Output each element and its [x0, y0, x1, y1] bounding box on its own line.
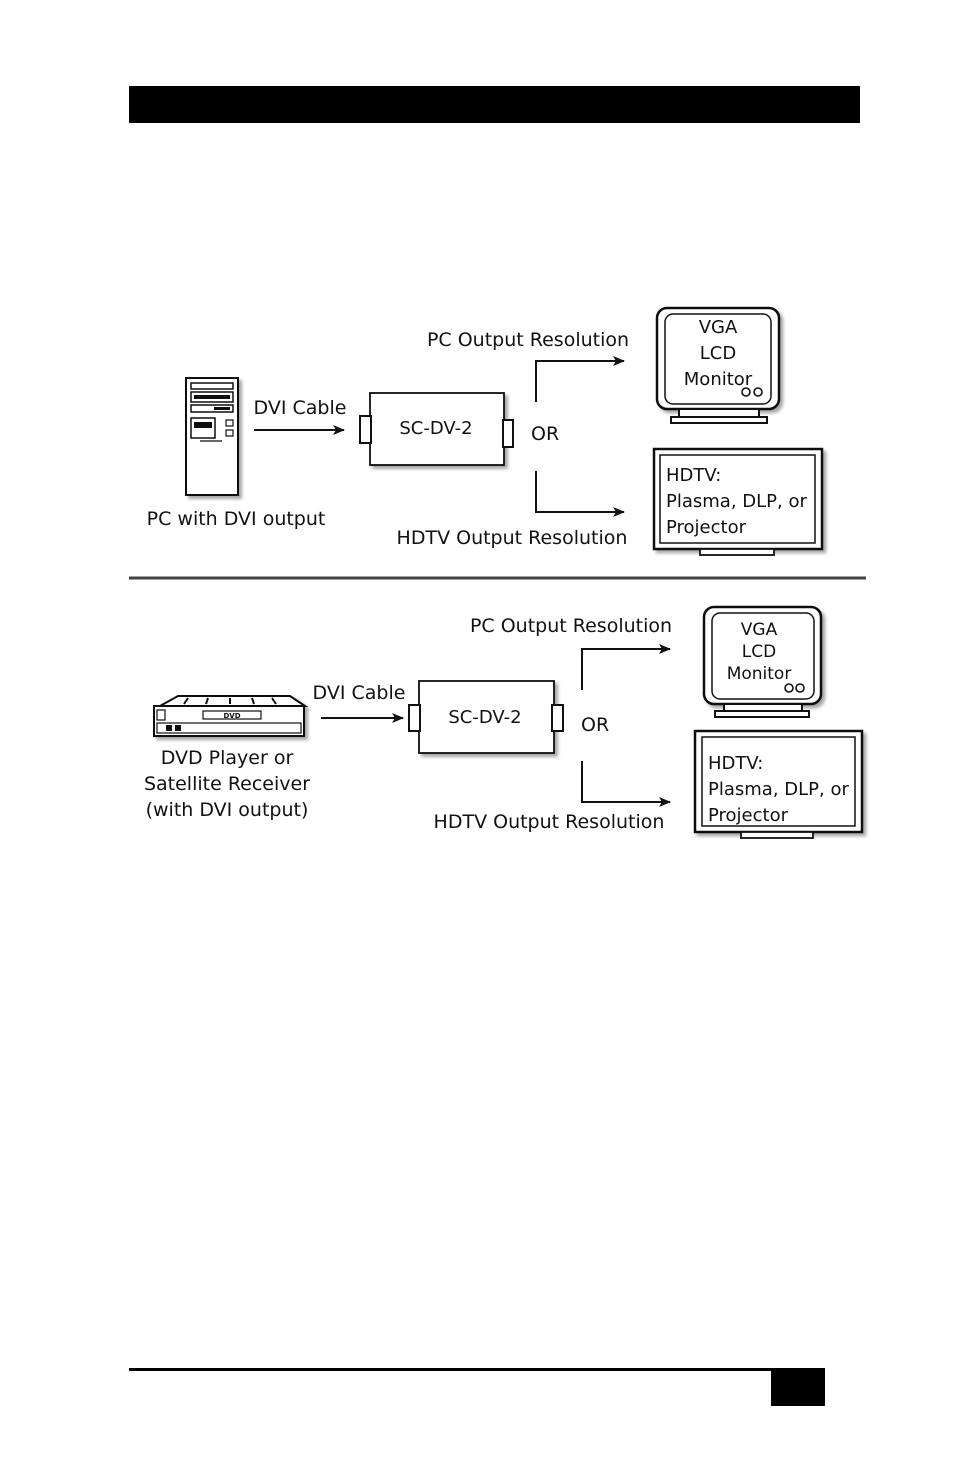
dvi-cable-label-2: DVI Cable [313, 682, 406, 704]
pc-output-arrow [536, 361, 624, 402]
pc-output-label: PC Output Resolution [427, 329, 629, 351]
converter-label-2: SC-DV-2 [448, 707, 521, 728]
pc-source-label: PC with DVI output [147, 508, 326, 530]
pc-tower-icon [186, 378, 238, 495]
input-port-2 [409, 705, 420, 731]
dvd-logo: DVD [223, 712, 240, 720]
dvd-source-label-line1: DVD Player or [161, 747, 294, 769]
monitor-label-2-line1: VGA [741, 620, 778, 640]
or-label: OR [531, 423, 559, 445]
hdtv-output-arrow [536, 471, 624, 512]
monitor-label-2-line2: LCD [742, 642, 776, 662]
hdtv-output-label: HDTV Output Resolution [397, 527, 628, 549]
hdtv-label-line2: Plasma, DLP, or [666, 491, 807, 512]
hdtv-label-2-line3: Projector [708, 805, 789, 826]
monitor-label-line3: Monitor [684, 369, 753, 390]
monitor-label-line1: VGA [699, 317, 738, 338]
hdtv-output-arrow-2 [582, 761, 670, 802]
dvd-source-label-line3: (with DVI output) [146, 799, 309, 821]
pc-output-label-2: PC Output Resolution [470, 615, 672, 637]
output-port-2 [552, 705, 563, 731]
monitor-label-line2: LCD [700, 343, 736, 364]
hdtv-label-2-line1: HDTV: [708, 753, 763, 774]
pc-output-arrow-2 [582, 649, 670, 690]
input-port [360, 416, 371, 443]
hdtv-label-line3: Projector [666, 517, 747, 538]
monitor-label-2-line3: Monitor [727, 664, 792, 684]
output-port [503, 420, 513, 447]
hdtv-output-label-2: HDTV Output Resolution [434, 811, 665, 833]
dvi-cable-label: DVI Cable [254, 397, 347, 419]
page-number-tab [771, 1370, 825, 1406]
hdtv-label-line1: HDTV: [666, 465, 721, 486]
converter-label: SC-DV-2 [399, 418, 472, 439]
hdtv-label-2-line2: Plasma, DLP, or [708, 779, 849, 800]
dvd-source-label-line2: Satellite Receiver [144, 773, 310, 795]
footer-rule [129, 1368, 825, 1371]
or-label-2: OR [581, 714, 609, 736]
